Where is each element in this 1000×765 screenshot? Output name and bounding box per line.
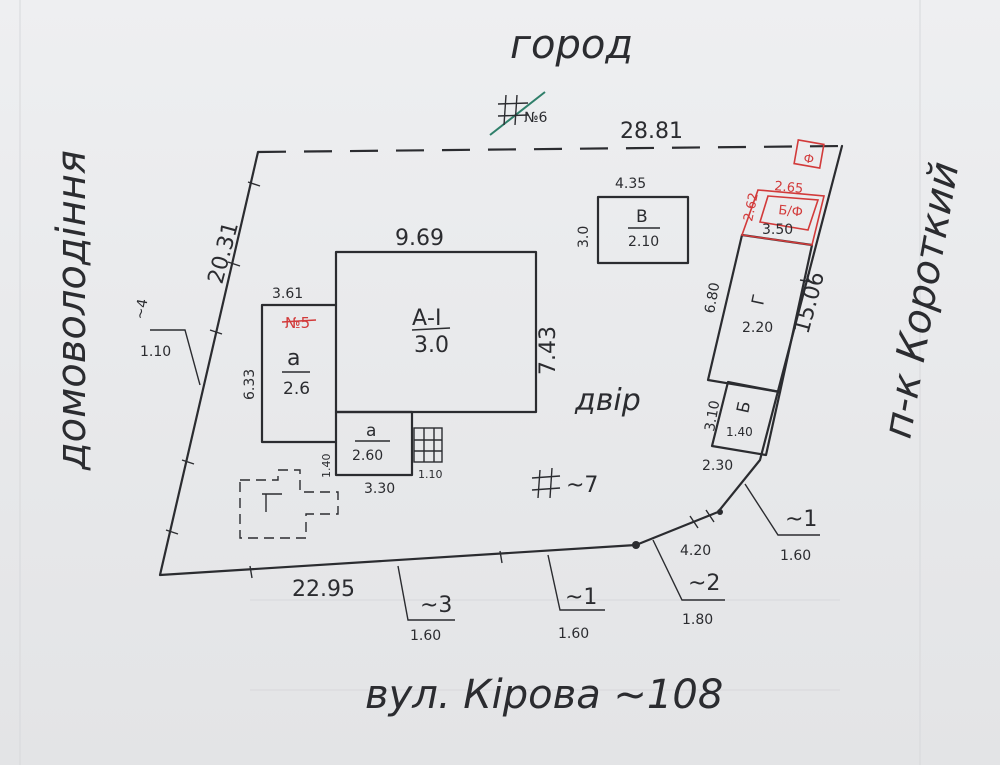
red-struck-label: №5 <box>285 314 310 332</box>
building-d-depth: 2.30 <box>702 458 733 474</box>
fence-mark-label: ~3 <box>420 593 452 618</box>
corner-point <box>632 541 640 549</box>
building-b <box>596 195 690 265</box>
red-block-left-dim: 2.62 <box>741 191 762 222</box>
boundary-ticks <box>165 181 813 579</box>
main-house-depth: 7.43 <box>536 326 561 375</box>
fence-mark-label: ~2 <box>688 571 720 596</box>
annex-a-height: 2.6 <box>283 379 310 399</box>
yard-label: двір <box>574 383 641 418</box>
boundary-corner-dim: 4.20 <box>680 543 711 559</box>
main-house-height: 3.0 <box>414 333 449 358</box>
porch-width: 1.10 <box>418 468 443 481</box>
fence-mark-label: ~4 <box>132 298 151 321</box>
building-d-width: 3.10 <box>702 399 723 432</box>
red-annex <box>740 138 825 246</box>
building-b-depth: 3.0 <box>576 226 592 248</box>
fence-leaders <box>150 329 820 621</box>
ruined-structure <box>239 469 339 539</box>
red-block-box: Б/Ф <box>778 203 804 220</box>
fence-mark-value: 1.10 <box>140 344 171 360</box>
annex-a2-depth: 1.40 <box>320 454 333 479</box>
annex-a <box>260 303 338 444</box>
boundary-top-dim: 28.81 <box>620 119 683 144</box>
boundary-left-dim: 20.31 <box>204 219 244 286</box>
annex-a2-id: а <box>366 421 376 441</box>
red-block-width: 3.50 <box>762 222 793 238</box>
main-house-width: 9.69 <box>395 226 444 251</box>
neighbor-left-label: домоволодіння <box>49 150 95 471</box>
annex-a2-width: 3.30 <box>364 481 395 497</box>
boundary-right-dim: 15.06 <box>790 269 830 336</box>
red-block-id: Ф <box>802 151 815 167</box>
ruined-structure-inner <box>262 493 282 512</box>
annex-a-width: 3.61 <box>272 286 303 302</box>
fence-mark-value: 1.60 <box>410 628 441 644</box>
plot-boundary <box>158 144 844 577</box>
porch <box>413 427 443 463</box>
annex-a2 <box>334 410 414 477</box>
main-house-fraction-line <box>411 327 451 331</box>
building-b-width: 4.35 <box>615 176 646 192</box>
building-g-width: 6.80 <box>702 281 723 314</box>
gate-mark-icon <box>489 91 546 136</box>
neighbor-top-label: город <box>510 22 633 68</box>
red-block-mid: 2.65 <box>774 179 804 197</box>
neighbor-right-label: п-к Короткий <box>875 158 969 441</box>
building-g-height: 2.20 <box>742 320 773 336</box>
building-d-id: Б <box>733 399 755 415</box>
annex-a-depth: 6.33 <box>242 369 258 400</box>
building-b-height: 2.10 <box>628 234 659 250</box>
fence-mark-label: ~1 <box>565 585 597 610</box>
building-g-id: Г <box>748 293 770 307</box>
fence-mark-value: 1.60 <box>780 548 811 564</box>
fence-mark-label: ~1 <box>785 507 817 532</box>
well-label: ~7 <box>566 473 598 498</box>
corner-point <box>717 509 723 515</box>
building-d <box>710 380 782 457</box>
building-d-height: 1.40 <box>726 425 753 439</box>
fence-mark-value: 1.60 <box>558 626 589 642</box>
building-b-id: В <box>636 207 648 227</box>
red-strike <box>281 319 317 323</box>
main-house-id: А-I <box>412 306 441 331</box>
gate-mark-label: №6 <box>524 110 548 126</box>
fence-mark-value: 1.80 <box>682 612 713 628</box>
annex-a-id: а <box>287 346 300 371</box>
main-house <box>334 250 538 414</box>
neighbor-bottom-label: вул. Кірова ~108 <box>365 672 723 718</box>
boundary-bottom-dim: 22.95 <box>292 577 355 602</box>
form-background-lines <box>19 0 921 765</box>
well-icon <box>531 467 561 499</box>
annex-a2-height: 2.60 <box>352 448 383 464</box>
